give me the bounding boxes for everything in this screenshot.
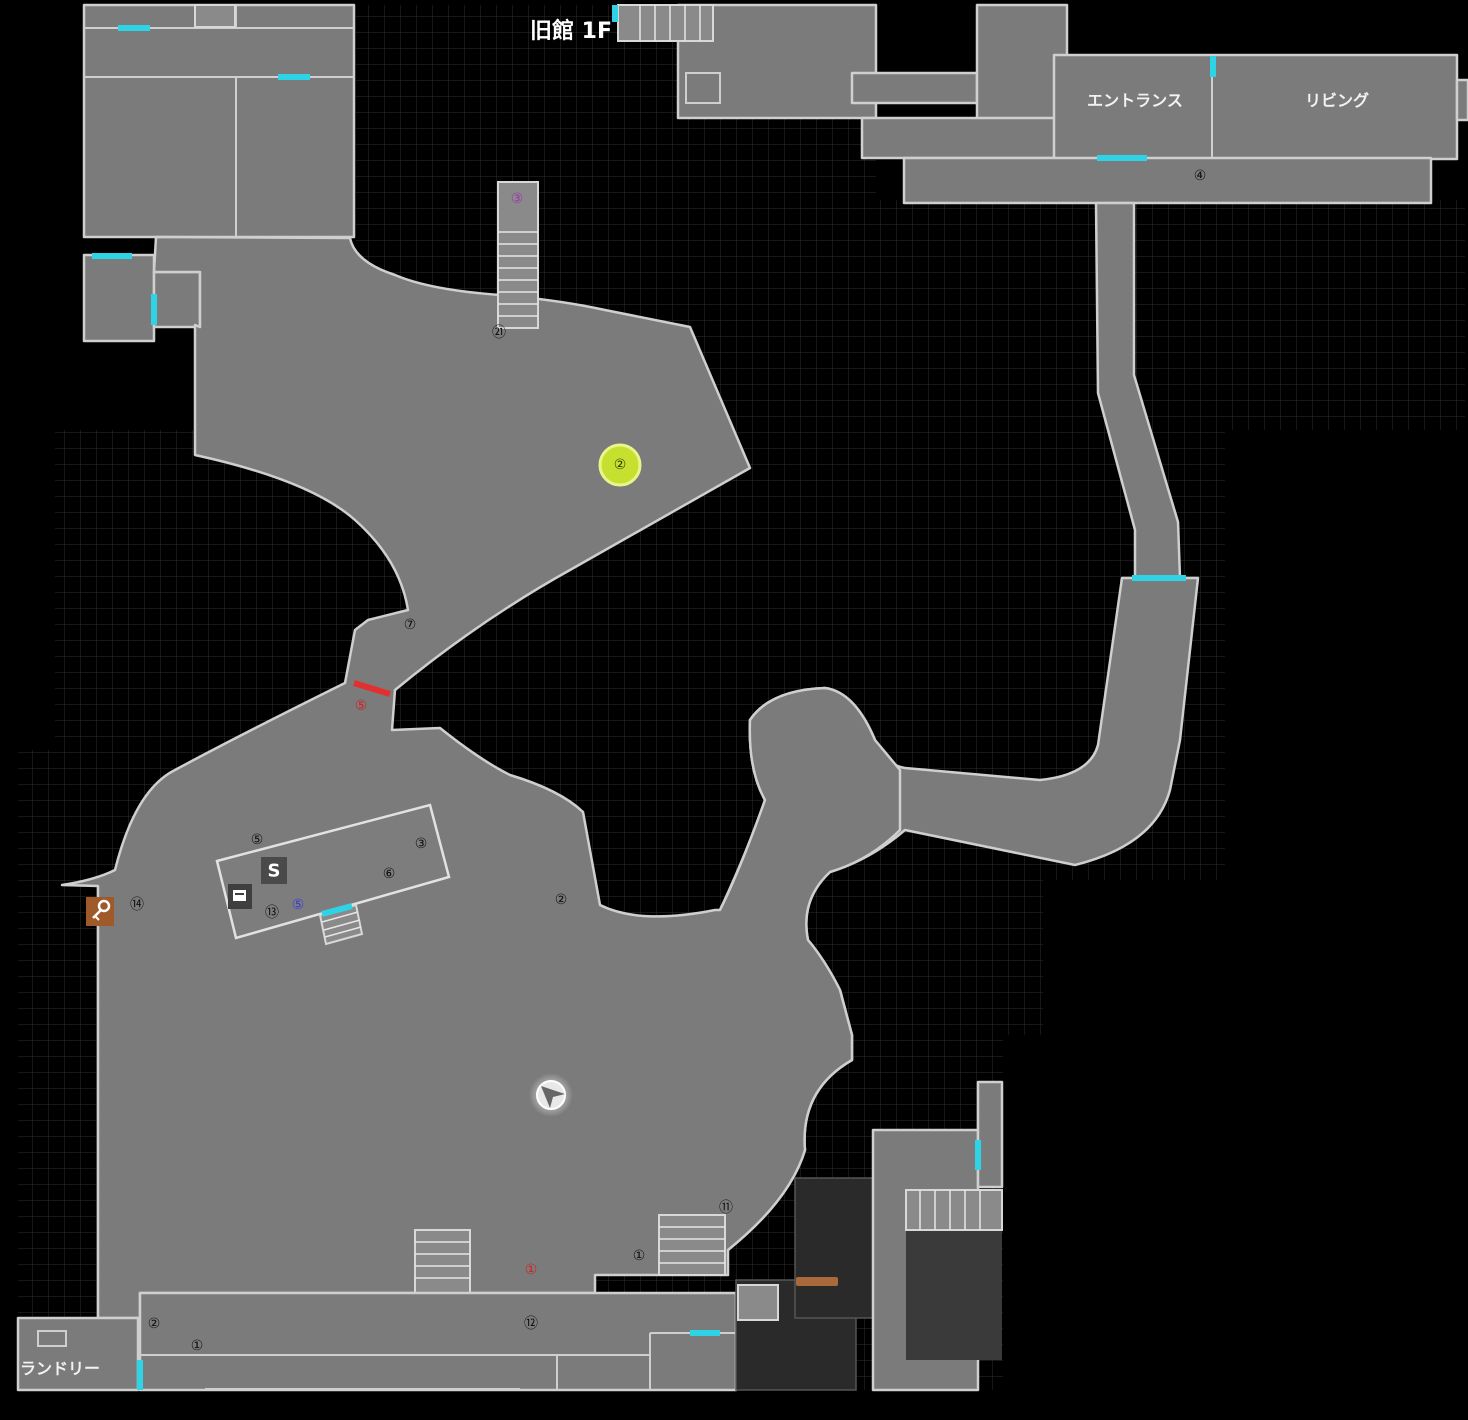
marker-m-21: ㉑ (492, 325, 506, 341)
marker-m-1-b: ① (191, 1338, 204, 1354)
marker-label: ① (633, 1248, 646, 1264)
room-label-entrance: エントランス (1087, 91, 1183, 110)
north-stairs (497, 181, 539, 329)
marker-label: ① (191, 1338, 204, 1354)
courtyard (60, 235, 902, 1320)
locked-door (353, 680, 391, 697)
marker-label: ③ (511, 191, 524, 207)
south-stairs (414, 1214, 726, 1294)
marker-m-3: ③ (415, 836, 428, 852)
save-point-icon[interactable]: S (261, 857, 287, 884)
marker-m-2: ② (555, 892, 568, 908)
doors (92, 5, 1216, 1390)
south-rooms (16, 1080, 1004, 1392)
marker-m-4: ④ (1194, 168, 1207, 184)
marker-label: ⑤ (251, 832, 264, 848)
marker-label: ⑤ (355, 698, 368, 714)
marker-label: ⑬ (265, 905, 279, 921)
marker-label: ④ (1194, 168, 1207, 184)
marker-m-13: ⑬ (265, 905, 279, 921)
item-box-icon[interactable] (228, 884, 252, 909)
marker-label: ② (148, 1316, 161, 1332)
save-point-label: S (268, 861, 281, 882)
marker-m-5-blue: ⑤ (292, 897, 305, 913)
marker-label: ⑪ (719, 1200, 733, 1216)
marker-m-3-purple: ③ (511, 191, 524, 207)
marker-m-1-a: ① (633, 1248, 646, 1264)
marker-label: ② (555, 892, 568, 908)
marker-m-7: ⑦ (404, 617, 417, 633)
marker-label: ㉑ (492, 325, 506, 341)
marker-label: ⑤ (292, 897, 305, 913)
floor-title: 旧館 1F (530, 18, 612, 44)
marker-m-2-highlight: ② (598, 443, 642, 487)
marker-m-5-red: ⑤ (355, 698, 368, 714)
marker-m-2-b: ② (148, 1316, 161, 1332)
northeast-rooms (860, 3, 1468, 205)
marker-label: ⑭ (130, 897, 144, 913)
marker-label: ⑫ (524, 1316, 538, 1332)
room-label-laundry: ランドリー (20, 1359, 100, 1378)
marker-label: ③ (415, 836, 428, 852)
marker-label: ② (614, 457, 627, 473)
marker-m-11: ⑪ (719, 1200, 733, 1216)
key-icon[interactable] (86, 897, 114, 926)
marker-m-14: ⑭ (130, 897, 144, 913)
player-arrow-icon (529, 1073, 573, 1117)
marker-label: ⑥ (383, 866, 396, 882)
marker-m-5: ⑤ (251, 832, 264, 848)
marker-label: ① (525, 1262, 538, 1278)
marker-highlight-disc (598, 443, 642, 487)
room-label-living: リビング (1305, 91, 1369, 110)
marker-label: ⑦ (404, 617, 417, 633)
marker-m-6: ⑥ (383, 866, 396, 882)
north-center-rooms (617, 3, 979, 120)
save-marker-icon (796, 1277, 838, 1286)
marker-m-12: ⑫ (524, 1316, 538, 1332)
marker-m-1-red: ① (525, 1262, 538, 1278)
